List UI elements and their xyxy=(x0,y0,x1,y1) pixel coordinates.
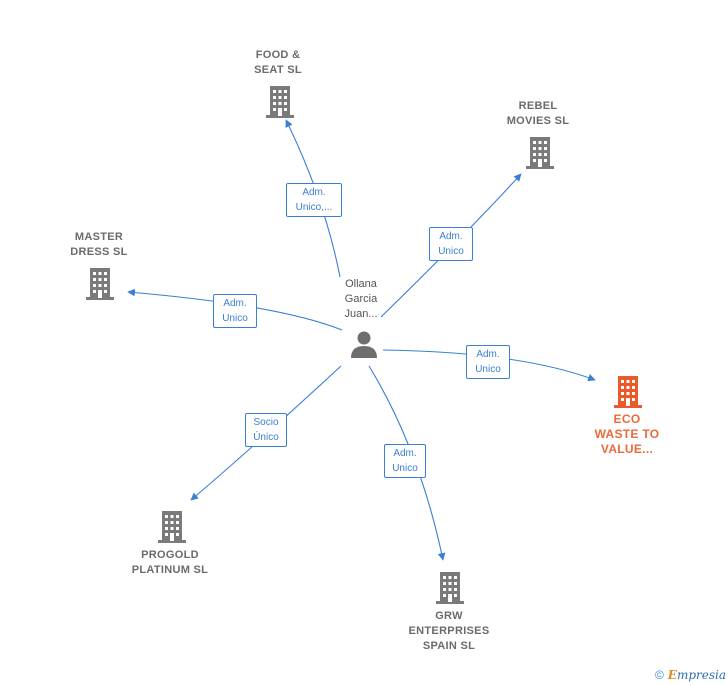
person-name-line: Garcia xyxy=(344,293,378,305)
relation-text: Adm. xyxy=(393,448,417,459)
relation-label-master[interactable]: Adm. Unico xyxy=(213,294,257,328)
company-name-line: VALUE... xyxy=(600,442,654,456)
company-name-line: FOOD & xyxy=(255,49,301,61)
copyright-icon: © xyxy=(654,668,664,682)
company-name-line: GRW xyxy=(435,610,463,622)
relation-label-food[interactable]: Adm. Unico,... xyxy=(286,183,342,217)
company-name-line: MASTER xyxy=(74,231,124,243)
building-icon[interactable] xyxy=(614,376,642,408)
company-label-grw[interactable]: GRW ENTERPRISES SPAIN SL xyxy=(389,609,509,654)
company-label-master[interactable]: MASTER DRESS SL xyxy=(39,230,159,260)
building-icon[interactable] xyxy=(526,137,554,169)
relation-text: Adm. xyxy=(476,349,500,360)
company-name-line: DRESS SL xyxy=(70,246,128,258)
relation-label-rebel[interactable]: Adm. Unico xyxy=(429,227,473,261)
company-name-line: ECO xyxy=(613,412,641,426)
company-name-line: WASTE TO xyxy=(594,427,660,441)
building-icon[interactable] xyxy=(436,572,464,604)
company-label-food[interactable]: FOOD & SEAT SL xyxy=(218,48,338,78)
person-icon[interactable] xyxy=(351,331,377,359)
edge-master xyxy=(127,288,343,331)
relation-text: Unico xyxy=(438,246,464,257)
person-name-line: Juan... xyxy=(344,308,378,320)
relation-label-eco[interactable]: Adm. Unico xyxy=(466,345,510,379)
footer-brand: ©Empresia xyxy=(655,668,726,682)
relation-text: Unico xyxy=(392,463,418,474)
company-name-line: PROGOLD xyxy=(141,549,199,561)
relation-text: Socio xyxy=(253,417,279,428)
relation-text: Unico xyxy=(222,313,248,324)
building-icon[interactable] xyxy=(86,268,114,300)
company-name-line: SEAT SL xyxy=(254,64,302,76)
relation-text: Unico,... xyxy=(295,202,333,213)
company-name-line: ENTERPRISES xyxy=(408,625,490,637)
relation-text: Adm. xyxy=(439,231,463,242)
company-label-progold[interactable]: PROGOLD PLATINUM SL xyxy=(100,548,240,578)
company-name-line: SPAIN SL xyxy=(422,640,476,652)
relation-label-grw[interactable]: Adm. Unico xyxy=(384,444,426,478)
brand-logo: Empresia xyxy=(667,668,726,682)
building-icon[interactable] xyxy=(158,511,186,543)
company-name-line: PLATINUM SL xyxy=(131,564,209,576)
company-name-line: MOVIES SL xyxy=(506,115,570,127)
building-icon[interactable] xyxy=(266,86,294,118)
company-label-rebel[interactable]: REBEL MOVIES SL xyxy=(478,99,598,129)
relation-text: Unico xyxy=(475,364,501,375)
person-name-line: Ollana xyxy=(345,278,377,290)
relation-text: Adm. xyxy=(223,298,247,309)
relation-text: Adm. xyxy=(302,187,326,198)
relation-text: Único xyxy=(253,432,279,443)
company-name-line: REBEL xyxy=(518,100,558,112)
